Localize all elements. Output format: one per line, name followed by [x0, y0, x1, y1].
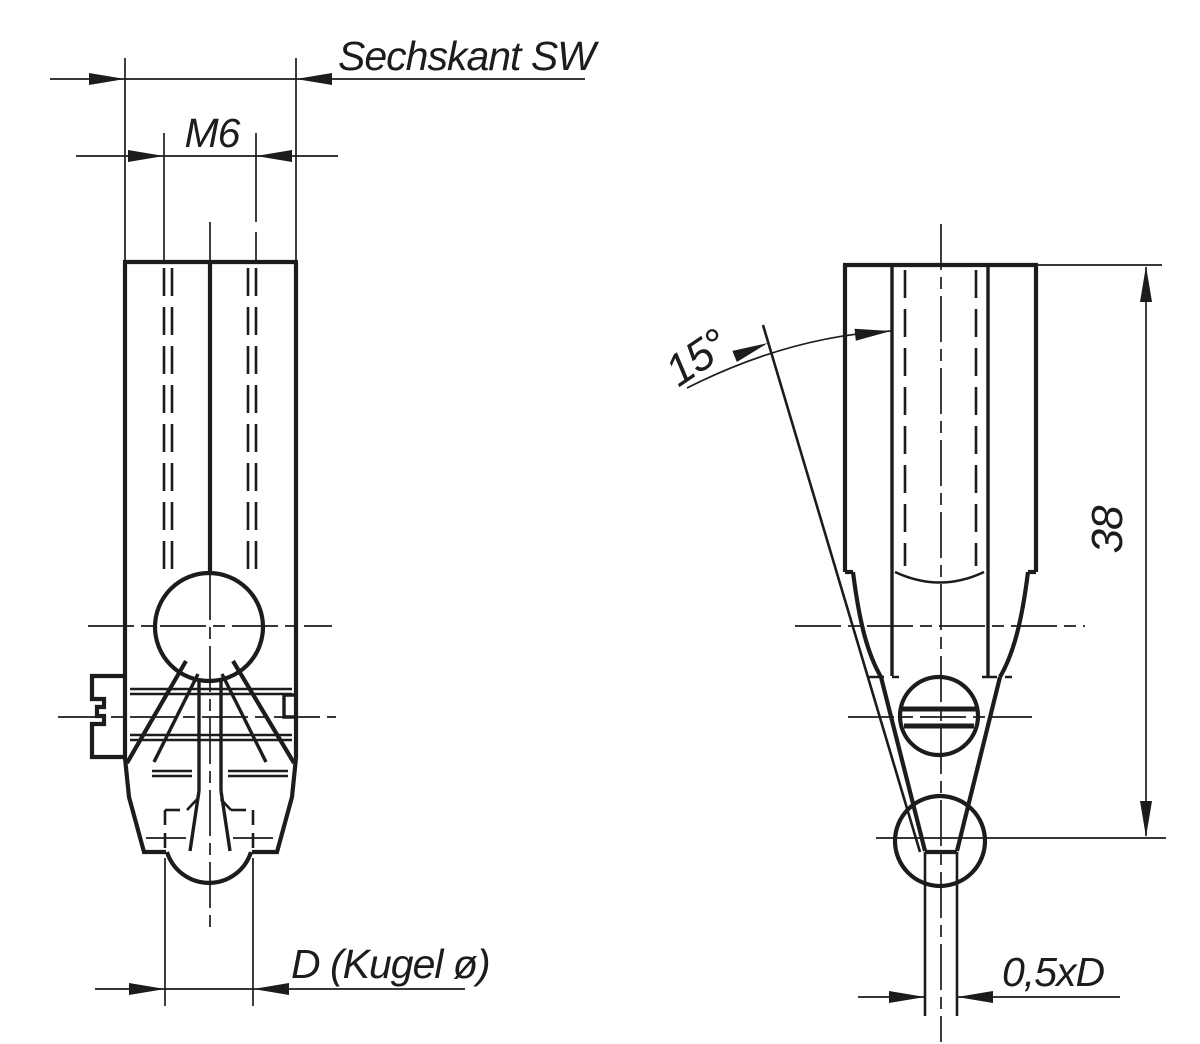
arrowhead [1140, 801, 1152, 837]
side-thread-hidden-lines [903, 270, 978, 566]
side-slotted-disc [897, 674, 981, 758]
front-view: Sechskant SW M6 D (Kugel ø) [50, 33, 600, 1006]
front-slot [188, 264, 232, 852]
arrowhead [89, 73, 125, 85]
dim-label-ball-diameter: D (Kugel ø) [291, 941, 490, 987]
dimension-length: 38 [1036, 264, 1162, 837]
arrowhead [296, 73, 332, 85]
dim-label-length: 38 [1083, 505, 1132, 553]
side-tip-lines [923, 852, 959, 1016]
front-groove-lines [130, 687, 292, 778]
arrowhead [1140, 266, 1152, 302]
dim-label-angle: 15° [657, 320, 737, 396]
arrowhead [253, 983, 289, 995]
dim-label-hex-width: Sechskant SW [338, 33, 599, 79]
front-right-pocket [282, 693, 296, 719]
arrowhead [957, 991, 993, 1003]
side-body-outline [842, 262, 1039, 855]
arrowhead [128, 150, 164, 162]
arrowhead [889, 991, 925, 1003]
arrowhead [129, 983, 165, 995]
dimension-hex-width: Sechskant SW [50, 33, 600, 260]
front-bottom-ball [164, 851, 254, 885]
side-centerlines [795, 224, 1166, 1042]
front-thread-hidden-lines [162, 268, 258, 570]
dimension-ball-diameter: D (Kugel ø) [95, 858, 491, 1006]
dimension-tip-width: 0,5xD [858, 949, 1120, 1003]
front-hidden-hex [163, 793, 255, 852]
dimension-thread: M6 [76, 110, 338, 264]
front-side-stud [89, 673, 127, 760]
dimension-angle: 15° [657, 320, 922, 853]
side-view: 15° 38 0,5xD [657, 224, 1166, 1042]
dim-label-thread: M6 [185, 110, 241, 156]
arrowhead [854, 328, 891, 341]
arrowhead [256, 150, 292, 162]
front-main-ball [152, 570, 266, 684]
arrowhead [732, 343, 768, 363]
side-bottom-ball [892, 793, 988, 889]
dim-label-tip-width: 0,5xD [1002, 949, 1104, 995]
